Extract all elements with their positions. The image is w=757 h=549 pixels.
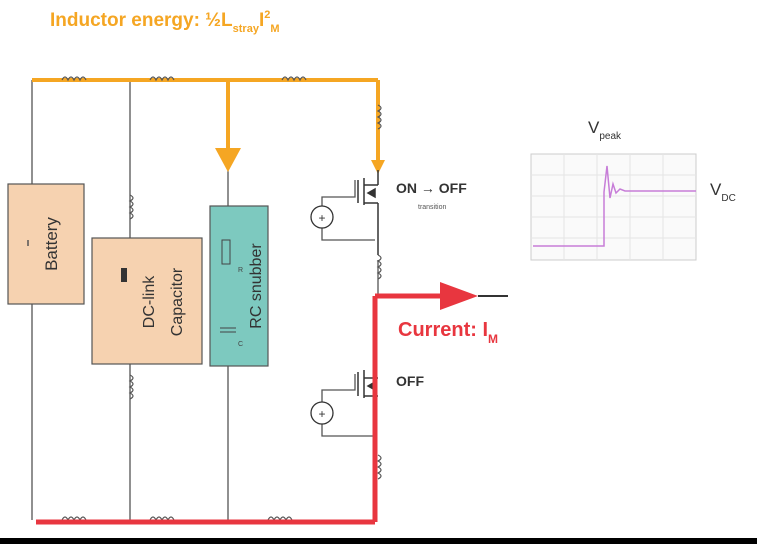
energy-arrow-switch — [371, 160, 385, 174]
snubber-r-label: R — [238, 267, 243, 274]
vdc-label: VDC — [710, 180, 736, 204]
title-sub: stray — [233, 23, 260, 35]
bottom-switch-state: OFF — [396, 373, 424, 389]
inductor-energy-title: Inductor energy: ½LstrayI2M — [50, 9, 280, 35]
svg-text:+: + — [318, 407, 325, 421]
vpeak-sub: peak — [599, 131, 622, 142]
current-path — [36, 293, 450, 525]
rc-snubber-block: RC snubber R C — [209, 205, 269, 367]
snubber-c-label: C — [238, 341, 243, 348]
battery-block: Battery — [7, 183, 85, 305]
bottom-edge-bar — [0, 538, 757, 544]
title-sup: 2 — [264, 9, 270, 21]
vpeak-main: V — [588, 118, 600, 137]
snubber-label: RC snubber — [248, 243, 265, 329]
top-switch-sub: transition — [418, 204, 447, 211]
title-mid: I — [259, 10, 264, 31]
title-sub2: M — [270, 23, 279, 35]
dclink-label-1: DC-link — [141, 275, 158, 328]
svg-text:Inductor energy: ½LstrayI2M: Inductor energy: ½LstrayI2M — [50, 9, 280, 35]
dc-link-capacitor-block: DC-link Capacitor — [91, 237, 203, 365]
svg-text:+: + — [318, 211, 325, 225]
voltage-waveform — [533, 165, 696, 247]
energy-path — [32, 78, 380, 170]
current-arrow — [440, 282, 478, 310]
top-switch-state: ON → OFF — [396, 180, 467, 196]
vpeak-label: Vpeak — [588, 118, 622, 142]
current-label: Current: IM — [398, 319, 498, 346]
current-label-sub: M — [488, 332, 498, 346]
top-gate-source: + — [310, 205, 334, 229]
title-prefix: Inductor energy: ½L — [50, 10, 233, 31]
dclink-label-2: Capacitor — [169, 267, 186, 336]
current-label-main: Current: I — [398, 319, 488, 341]
energy-arrow-snubber — [215, 148, 241, 172]
bottom-gate-source: + — [310, 401, 334, 425]
waveform-inset — [530, 153, 697, 261]
battery-label: Battery — [42, 217, 61, 271]
vdc-sub: DC — [721, 193, 735, 204]
vdc-main: V — [710, 180, 722, 199]
top-mosfet — [357, 170, 379, 255]
